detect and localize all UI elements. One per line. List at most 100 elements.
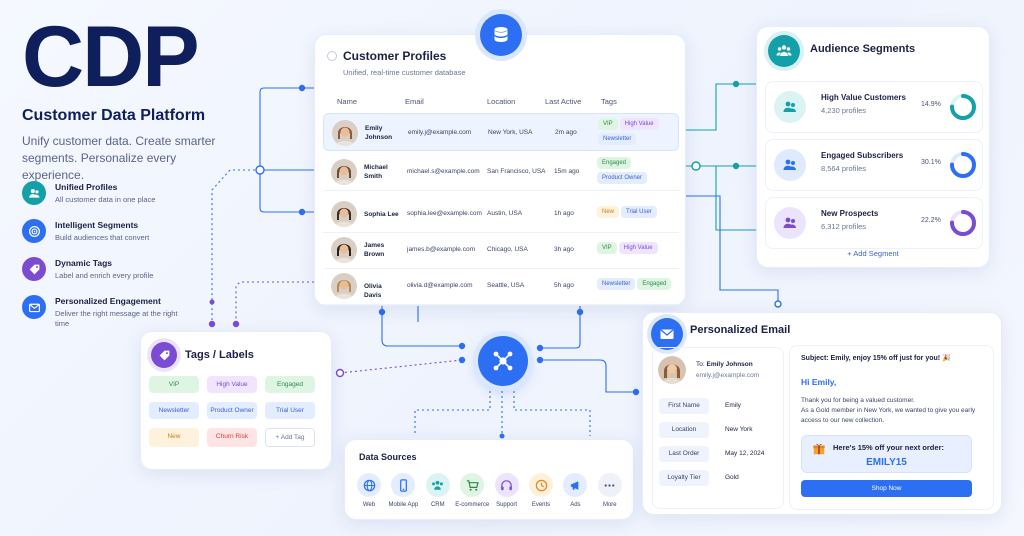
email-to: To: Emily Johnson — [696, 361, 753, 368]
column-header: Name — [337, 97, 358, 106]
mail-icon — [651, 318, 683, 350]
source-item[interactable]: CRM — [421, 473, 455, 508]
tag-chip[interactable]: High Value — [207, 376, 257, 393]
source-label: More — [602, 502, 617, 508]
customer-last-active: 1h ago — [554, 210, 574, 217]
source-item[interactable]: Mobile App — [386, 473, 420, 508]
source-item[interactable]: Ads — [558, 473, 592, 508]
shop-now-button[interactable]: Shop Now — [801, 480, 972, 497]
segments-title: Audience Segments — [810, 43, 916, 55]
feature-personalized-engagement: Personalized Engagement Deliver the righ… — [22, 295, 185, 329]
tag-chip[interactable]: VIP — [149, 376, 199, 393]
segment-donut — [950, 210, 976, 236]
feature-title: Intelligent Segments — [55, 220, 139, 230]
field-key: Location — [659, 422, 709, 438]
table-row[interactable]: Sophia Lee sophia.lee@example.com Austin… — [323, 195, 679, 233]
gift-icon — [812, 442, 826, 461]
add-segment-button[interactable]: + Add Segment — [847, 249, 899, 258]
customer-last-active: 15m ago — [554, 168, 580, 175]
segment-percent: 22.2% — [921, 217, 941, 224]
source-item[interactable]: More — [593, 473, 627, 508]
customer-location: Austin, USA — [487, 210, 523, 217]
profiles-subtitle: Unified, real-time customer database — [343, 68, 466, 77]
cart-icon — [460, 473, 485, 497]
customer-last-active: 5h ago — [554, 282, 574, 289]
customer-email: olivia.d@example.com — [407, 282, 473, 289]
users-icon — [768, 35, 800, 67]
segment-item[interactable]: Engaged Subscribers 8,564 profiles 30.1% — [765, 139, 983, 191]
tag-chip[interactable]: Churn Risk — [207, 428, 257, 447]
customer-tags: EngagedProduct Owner — [597, 157, 679, 187]
source-label: Web — [362, 502, 376, 508]
tag-chip[interactable]: Engaged — [265, 376, 315, 393]
table-row[interactable]: Emily Johnson emily.j@example.com New Yo… — [323, 113, 679, 151]
field-key: Last Order — [659, 446, 709, 462]
feature-title: Personalized Engagement — [55, 296, 161, 306]
avatar — [332, 120, 358, 146]
globe-icon — [357, 473, 381, 497]
tag-chip[interactable]: Trial User — [265, 402, 315, 419]
tag-badge: Newsletter — [597, 278, 636, 290]
radio-icon[interactable] — [327, 51, 337, 61]
mail-icon — [22, 295, 46, 319]
to-email: emily.j@example.com — [696, 372, 760, 379]
tag-badge: Engaged — [637, 278, 672, 290]
hero-subtitle: Customer Data Platform — [22, 107, 206, 124]
segment-name: Engaged Subscribers — [821, 151, 904, 160]
tag-chip[interactable]: Product Owner — [207, 402, 257, 419]
table-row[interactable]: Olivia Davis olivia.d@example.com Seattl… — [323, 267, 679, 305]
source-label: Mobile App — [388, 502, 419, 508]
customer-name: Michael Smith — [364, 164, 388, 180]
customer-name: Olivia Davis — [364, 283, 382, 299]
email-title: Personalized Email — [690, 324, 791, 336]
tag-badge: Product Owner — [597, 172, 648, 184]
tag-badge: Trial User — [621, 206, 657, 218]
tag-badge: Newsletter — [598, 133, 637, 145]
add-tag-button[interactable]: + Add Tag — [265, 428, 315, 447]
source-label: Ads — [570, 502, 581, 508]
recipient-panel: To: Emily Johnson emily.j@example.com Fi… — [652, 347, 784, 509]
source-item[interactable]: Web — [352, 473, 386, 508]
tag-badge: High Value — [619, 118, 659, 130]
table-row[interactable]: Michael Smith michael.s@example.com San … — [323, 153, 679, 191]
feature-intelligent-segments: Intelligent Segments Build audiences tha… — [22, 219, 185, 243]
segment-item[interactable]: High Value Customers 4,230 profiles 14.9… — [765, 81, 983, 133]
avatar — [331, 159, 357, 185]
segment-percent: 14.9% — [921, 101, 941, 108]
source-item[interactable]: Support — [490, 473, 524, 508]
tag-badge: New — [597, 206, 620, 218]
tags-title: Tags / Labels — [185, 349, 254, 361]
source-item[interactable]: E-commerce — [455, 473, 489, 508]
database-icon — [480, 14, 522, 56]
segment-count: 8,564 profiles — [821, 164, 867, 173]
segment-item[interactable]: New Prospects 6,312 profiles 22.2% — [765, 197, 983, 249]
offer-box: Here's 15% off your next order: EMILY15 — [801, 435, 972, 473]
tag-icon — [22, 257, 46, 281]
email-body-line: Thank you for being a valued customer. — [801, 397, 915, 404]
segment-count: 4,230 profiles — [821, 106, 867, 115]
feature-desc: All customer data in one place — [55, 195, 156, 204]
avatar — [331, 273, 357, 299]
feature-title: Dynamic Tags — [55, 258, 113, 268]
avatar — [331, 201, 357, 227]
email-subject: Subject: Emily, enjoy 15% off just for y… — [801, 355, 951, 362]
users-icon — [774, 91, 806, 123]
column-header: Last Active — [545, 97, 582, 106]
feature-unified-profiles: Unified Profiles All customer data in on… — [22, 181, 185, 205]
source-item[interactable]: Events — [524, 473, 558, 508]
tag-chip[interactable]: Newsletter — [149, 402, 199, 419]
customer-name: Sophia Lee — [364, 211, 399, 218]
to-name: Emily Johnson — [706, 361, 753, 368]
tag-chip[interactable]: New — [149, 428, 199, 447]
data-sources-card: Data Sources Web Mobile App CRM E-commer… — [344, 439, 634, 520]
field-value: Gold — [725, 474, 739, 481]
customer-location: Chicago, USA — [487, 246, 528, 253]
tag-badge: VIP — [598, 118, 618, 130]
table-row[interactable]: James Brown james.b@example.com Chicago,… — [323, 231, 679, 269]
field-value: New York — [725, 426, 753, 433]
tag-icon — [151, 342, 177, 368]
